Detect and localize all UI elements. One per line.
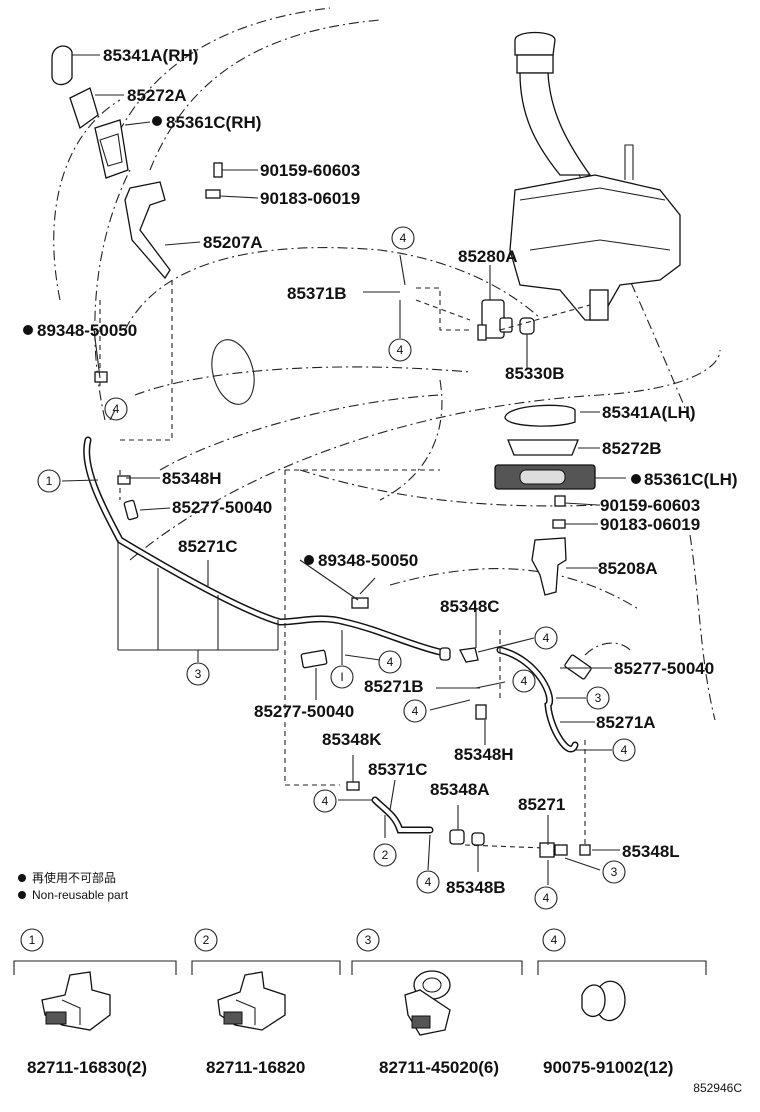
label-85361C-rh: 85361C(RH) — [166, 113, 261, 132]
callout-number: 4 — [543, 891, 550, 905]
label-85207A: 85207A — [203, 233, 263, 252]
clip-4-icon — [581, 980, 626, 1022]
label-90159-mid: 90159-60603 — [600, 496, 700, 515]
clip-3-icon — [404, 970, 451, 1036]
figure-code: 852946C — [693, 1081, 742, 1095]
clip-3-code: 82711-45020(6) — [379, 1058, 499, 1077]
rh-washer-parts — [51, 45, 223, 280]
label-90159-top: 90159-60603 — [260, 161, 360, 180]
label-85277-left: 85277-50040 — [172, 498, 272, 517]
legend-jp: 再使用不可部品 — [32, 870, 116, 885]
label-85271A: 85271A — [596, 713, 656, 732]
label-85277-right: 85277-50040 — [614, 659, 714, 678]
label-85272A: 85272A — [127, 86, 187, 105]
label-85277-bottom: 85277-50040 — [254, 702, 354, 721]
legend-en: Non-reusable part — [32, 888, 129, 902]
callout-number: I — [340, 670, 343, 684]
callout-number: 4 — [322, 794, 329, 808]
label-90183-mid: 90183-06019 — [600, 515, 700, 534]
label-85271B: 85271B — [364, 677, 424, 696]
callout-number: 4 — [543, 631, 550, 645]
label-89348-left: 89348-50050 — [37, 321, 137, 340]
label-85361C-lh: 85361C(LH) — [644, 470, 738, 489]
legend: 再使用不可部品 Non-reusable part — [18, 870, 129, 902]
label-85330B: 85330B — [505, 364, 565, 383]
label-85271C: 85271C — [178, 537, 238, 556]
callout-number: 3 — [611, 865, 618, 879]
callout-number: 2 — [203, 933, 210, 947]
label-90183-top: 90183-06019 — [260, 189, 360, 208]
callout-number: 4 — [397, 343, 404, 357]
label-89348-mid: 89348-50050 — [318, 551, 418, 570]
washer-tank — [509, 31, 681, 321]
callout-number: 4 — [387, 655, 394, 669]
callout-number: 3 — [365, 933, 372, 947]
label-85272B: 85272B — [602, 439, 662, 458]
callout-number: 2 — [382, 848, 389, 862]
label-85341A-rh: 85341A(RH) — [103, 46, 198, 65]
part-labels: 85341A(RH) 85272A 85361C(RH) 90159-60603… — [37, 46, 738, 897]
label-85348H-left: 85348H — [162, 469, 222, 488]
clip-2-code: 82711-16820 — [206, 1058, 305, 1077]
callout-circles: 4 4 4 1 3 I 4 4 4 4 3 4 4 2 4 3 4 — [37, 226, 636, 910]
clip-2-icon — [217, 971, 286, 1031]
callout-number: 4 — [113, 402, 120, 416]
label-85348H-mid: 85348H — [454, 745, 514, 764]
vehicle-outline — [53, 7, 721, 721]
label-85348A: 85348A — [430, 780, 490, 799]
label-85341A-lh: 85341A(LH) — [602, 403, 696, 422]
clip-1-code: 82711-16830(2) — [27, 1058, 147, 1077]
callout-number: 1 — [46, 474, 53, 488]
callout-number: 4 — [412, 704, 419, 718]
label-85371C: 85371C — [368, 760, 428, 779]
label-85348B: 85348B — [446, 878, 506, 897]
washer-pump — [477, 299, 535, 341]
callout-number: 4 — [400, 231, 407, 245]
callout-number: 4 — [621, 743, 628, 757]
label-85280A: 85280A — [458, 247, 518, 266]
label-85348K: 85348K — [322, 730, 382, 749]
callout-number: 1 — [29, 933, 36, 947]
label-85271: 85271 — [518, 795, 565, 814]
label-85208A: 85208A — [598, 559, 658, 578]
clip-1-icon — [41, 971, 111, 1031]
label-85371B: 85371B — [287, 284, 347, 303]
callout-number: 3 — [595, 691, 602, 705]
callout-number: 4 — [425, 875, 432, 889]
fittings — [94, 371, 592, 858]
hoses — [83, 436, 579, 834]
clip-panel: 1 2 3 4 82711-168 — [13, 928, 707, 1077]
label-85348L: 85348L — [622, 842, 680, 861]
callout-number: 4 — [521, 674, 528, 688]
label-85348C: 85348C — [440, 597, 500, 616]
clip-4-code: 90075-91002(12) — [543, 1058, 673, 1077]
callout-number: 4 — [551, 933, 558, 947]
callout-number: 3 — [195, 667, 202, 681]
nonreusable-markers — [23, 116, 641, 565]
lh-washer-parts — [494, 404, 596, 596]
